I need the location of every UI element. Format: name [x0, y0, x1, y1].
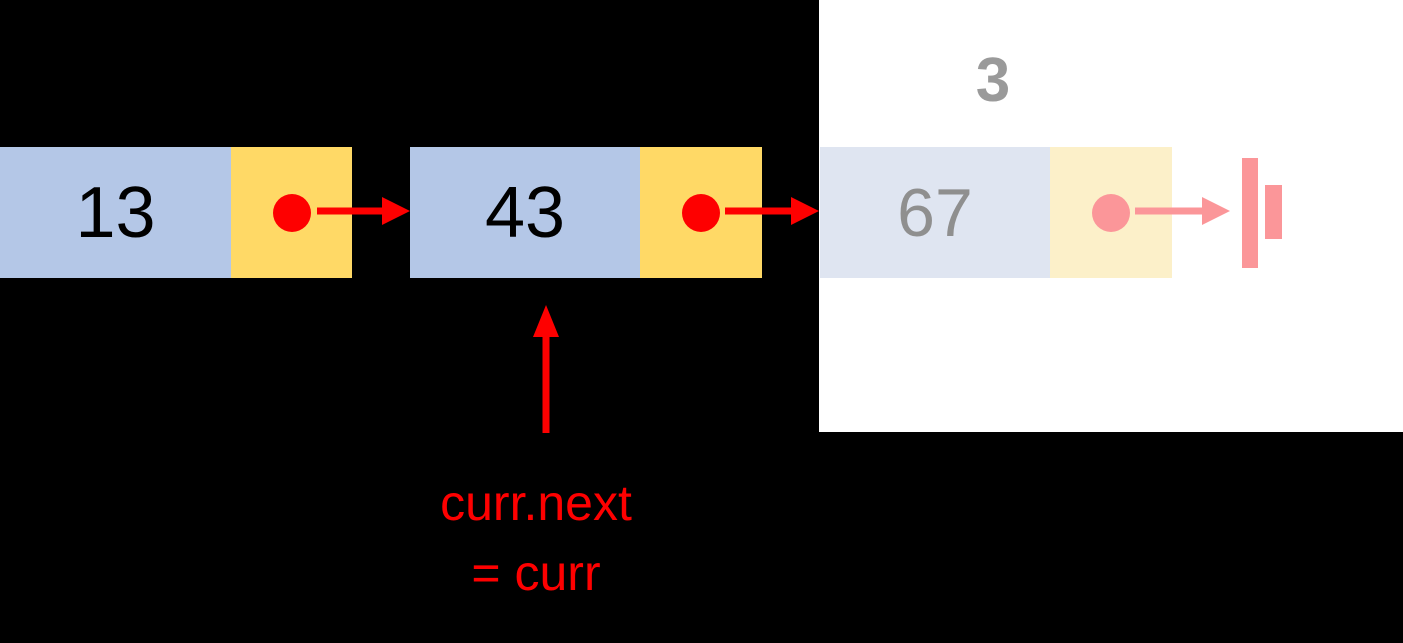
next-arrow-icon — [725, 197, 819, 225]
pointer-dot-icon — [682, 193, 720, 232]
node-value: 43 — [484, 172, 566, 253]
annotation-line-1: curr.next — [440, 475, 632, 531]
node-value: 67 — [897, 174, 973, 251]
next-arrow-icon — [1135, 197, 1230, 225]
annotation-curr-next: curr.next = curr — [356, 468, 716, 608]
annotation-line-2: = curr — [471, 545, 601, 601]
node-value-cell: 13 — [0, 147, 231, 278]
list-node-2: 43 — [410, 147, 762, 278]
list-node-1: 13 — [0, 147, 352, 278]
pointer-dot-icon — [272, 193, 311, 232]
list-node-3: 67 — [820, 147, 1172, 278]
null-terminator-icon — [1242, 158, 1258, 268]
node-value-cell: 67 — [820, 147, 1050, 278]
next-arrow-icon — [317, 197, 410, 225]
node-value: 13 — [75, 172, 156, 253]
pointer-dot-icon — [1092, 193, 1130, 232]
node-value-cell: 43 — [410, 147, 640, 278]
null-terminator-icon — [1265, 185, 1282, 239]
node-count-label: 3 — [975, 46, 1011, 115]
curr-pointer-arrow-icon — [533, 305, 559, 433]
